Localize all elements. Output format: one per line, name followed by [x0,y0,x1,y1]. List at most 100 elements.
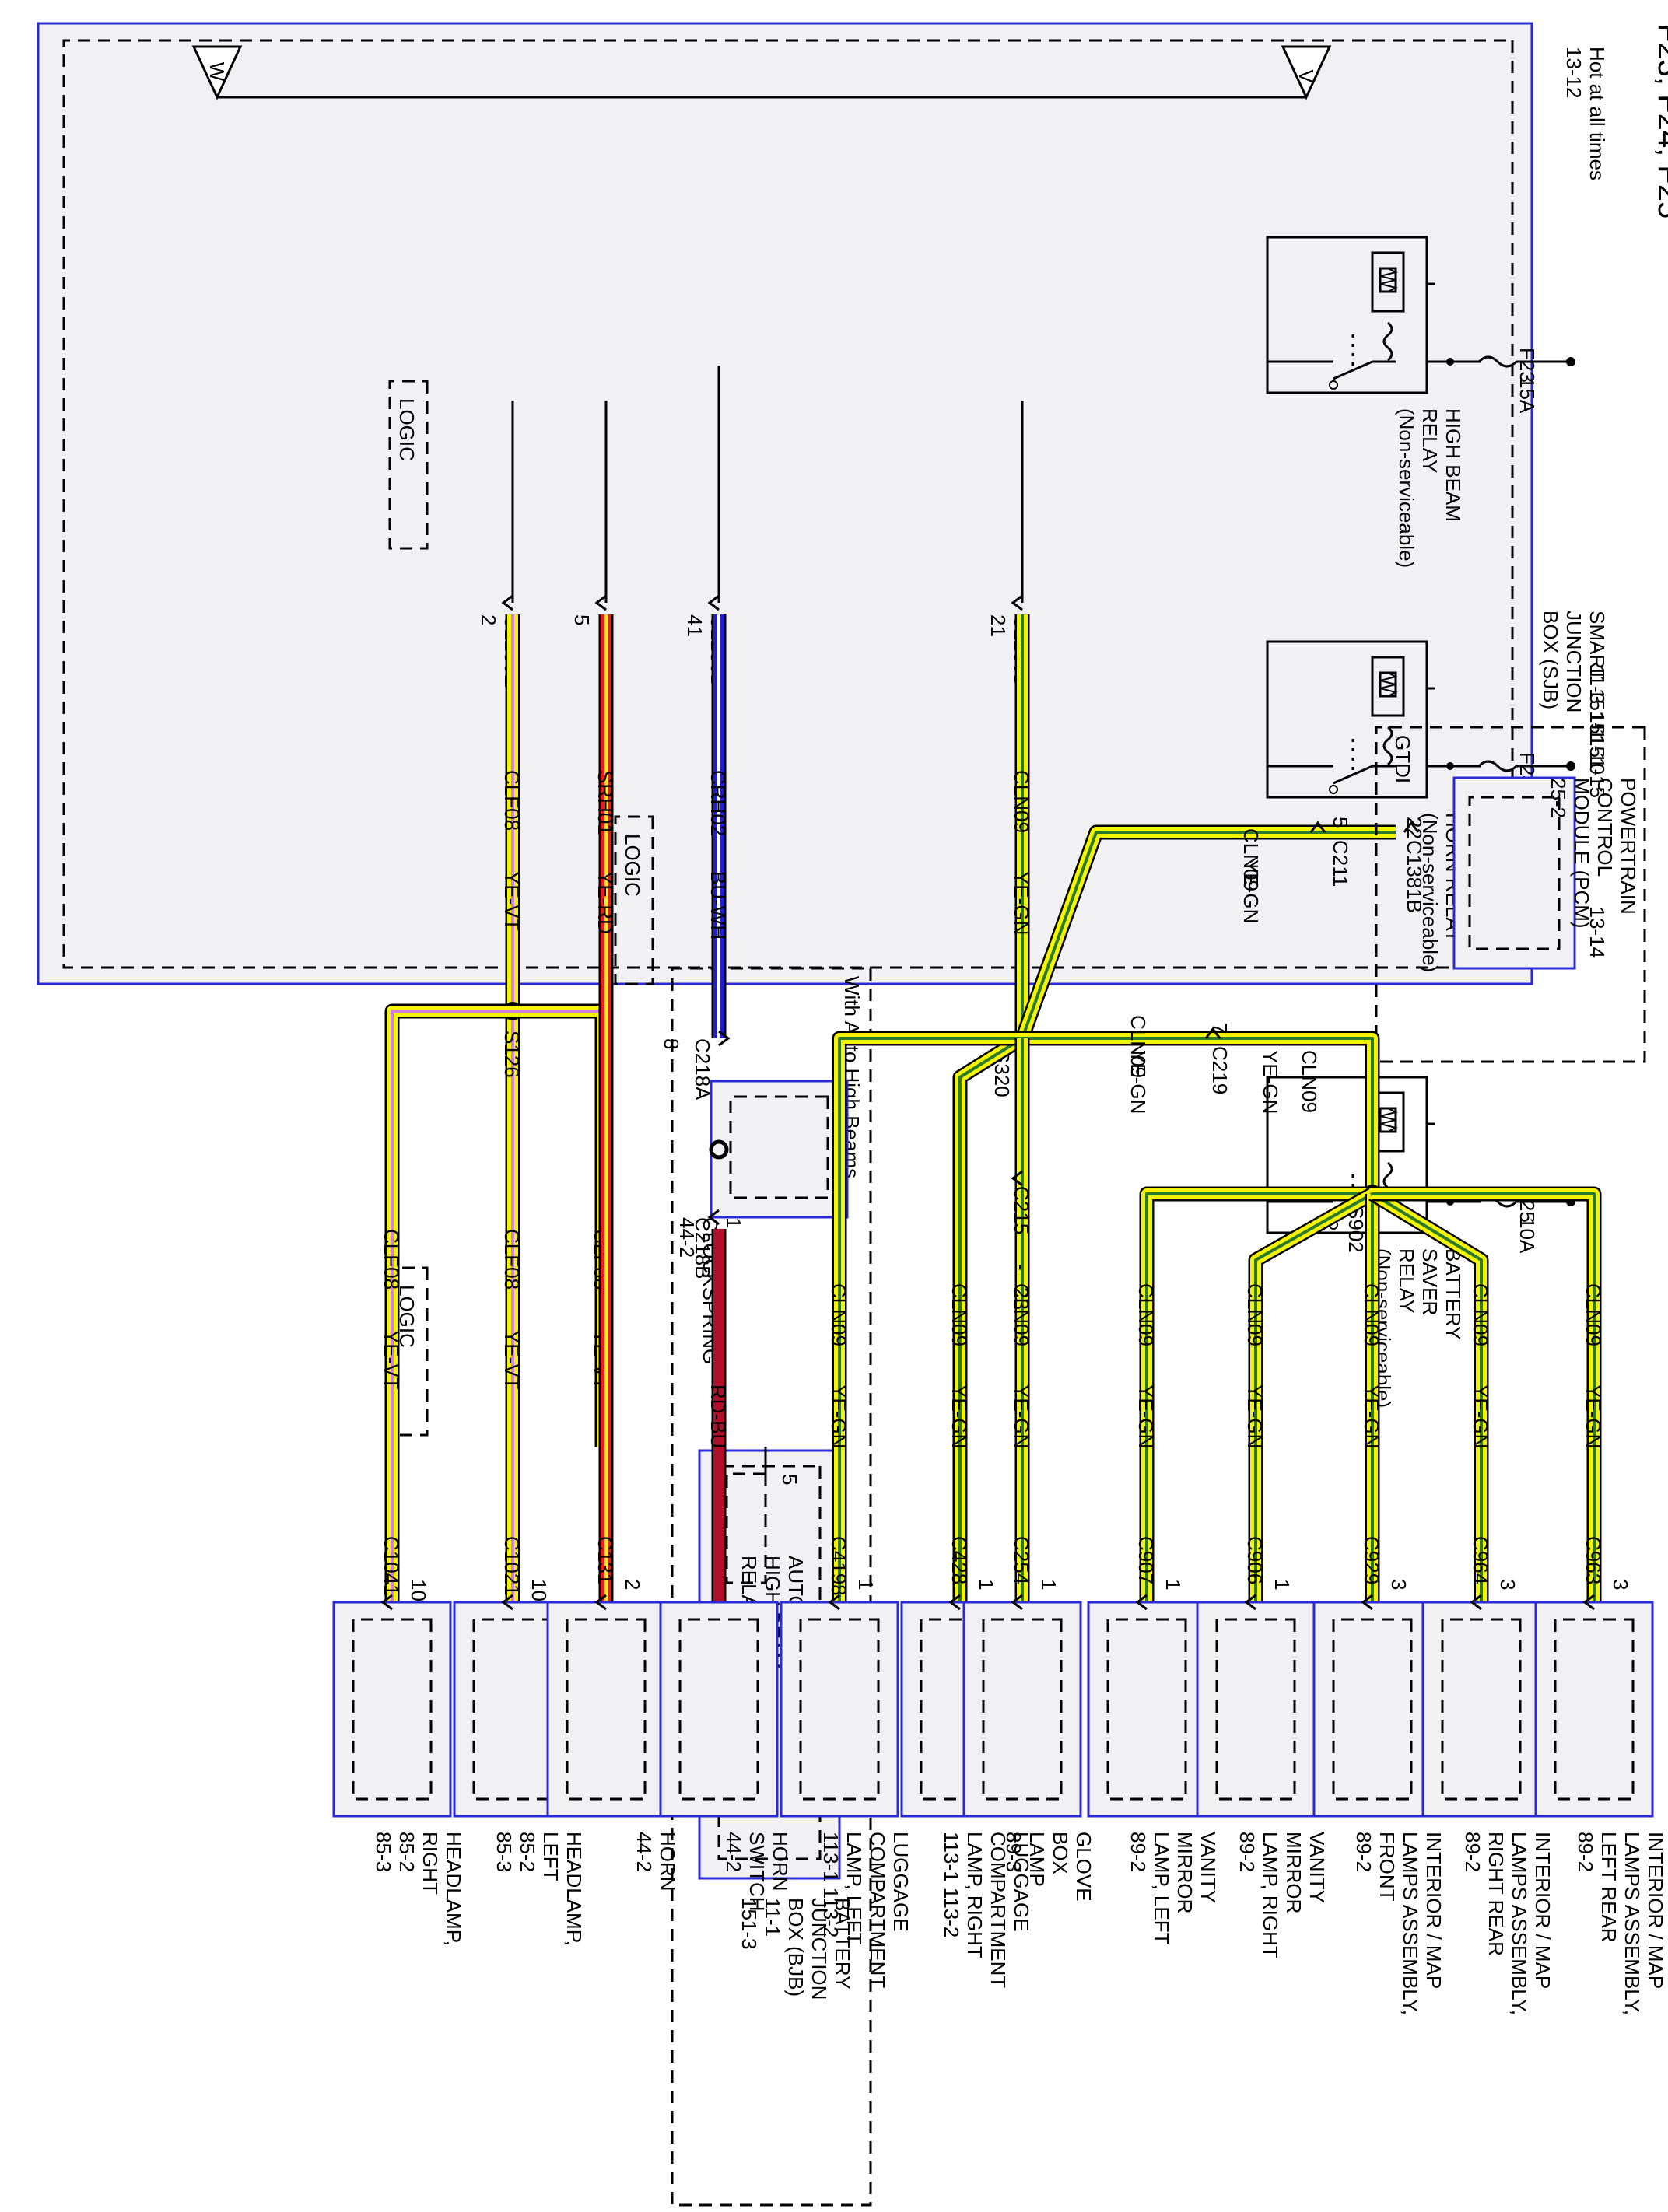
wire-label: CLN09 [1134,1283,1158,1346]
load-label: 85-3 [492,1832,516,1872]
load-component [780,1601,899,1818]
pin-label: 3 [1387,1579,1410,1590]
load-label: MIRROR [1173,1832,1197,1913]
connector-arrow [1011,594,1023,611]
pin-label: 8 [660,1038,683,1049]
load-component-outline [659,1601,779,1818]
sjb-box [37,22,1533,985]
relay-coil-frame [1371,656,1405,717]
load-label: HORN [769,1832,792,1892]
load-connector-label: C1021 [500,1536,524,1596]
wire-cln09-c4198-stripe [838,1037,1022,1602]
pin-label: 7 [1208,1023,1232,1034]
load-component-outline [1196,1601,1316,1818]
pin-label: 3 [1609,1579,1632,1590]
fuse-node [1446,762,1454,770]
wire-label: YE-GN [1259,1050,1282,1114]
wire-label: BU-WH [706,871,730,940]
wire-clf08-auto-stripe [513,1010,604,1447]
connector-arrow [948,1594,961,1611]
wire-cln09-c428-stripe [958,1037,1024,1602]
pin-label: 21 [986,614,1010,637]
pin-label: 1 [975,1579,998,1590]
relay-switch-blade [1333,360,1373,380]
wire-label: YE-GN [827,1384,850,1448]
sjb-name: BOX (SJB) [1539,611,1562,709]
c215-sep: - [1010,1264,1033,1271]
wire-clf08-auto-body [513,1006,608,1447]
load-label: LAMP, RIGHT [1259,1832,1282,1958]
wire-label: CLN09 [1298,1050,1321,1113]
w-letter: W [205,62,229,82]
connector-arrow [1135,1594,1148,1611]
wire-label: CLN09 [1010,770,1033,833]
w-ref: 13-14 [1586,907,1609,959]
connector-arrow [1244,1594,1256,1611]
load-component [1196,1601,1316,1818]
clockspring-inner [729,1095,829,1199]
load-component-outline [1421,1601,1541,1818]
pin-label: 2 [621,1579,644,1590]
wire-label: SRH01 [594,770,617,835]
fuse-rating: 15A [1516,377,1539,414]
load-label: 89-2 [1574,1832,1597,1872]
c219-label: C219 [1208,1046,1232,1094]
load-component [1087,1601,1207,1818]
relay-label: (Non-serviceable) [1418,813,1442,972]
load-label: RIGHT REAR [1484,1832,1508,1956]
load-component-outline [780,1601,899,1818]
sjb-ref: 151-15 [1586,735,1609,798]
connector-arrow [1011,1170,1023,1187]
connector-arrow [707,594,720,611]
page-title: F23, F24, F25 [1652,23,1668,219]
connector-arrow [1470,1594,1482,1611]
wire-cln09-c4198-body [834,1033,1022,1602]
pcm-gtdi-region [1375,726,1646,1063]
relay-coil-icon [1382,726,1393,766]
wire-label: CLN09 [1360,1283,1383,1346]
load-component-inner [1441,1618,1522,1801]
relay-coil-icon [1382,321,1393,362]
pin-label: 1 [1162,1579,1185,1590]
bjb-label: BOX (BJB) [784,1898,808,1997]
connector-arrow [718,1030,731,1047]
s126-label: S126 [500,1031,524,1078]
wire-label: YE-GN [1582,1384,1605,1448]
relay-label: HIGH BEAM [1442,408,1465,522]
wire-label: RD-BU [706,1384,730,1448]
fuse-rating: 10A [1516,1217,1539,1254]
load-label: 44-2 [722,1832,745,1872]
c218b-label: C218B [691,1217,714,1279]
relay-label: SAVER [1418,1248,1442,1315]
relay-label: RELAY [1418,408,1442,473]
wire-label: YE-VT [500,1330,524,1390]
wire-label: YE-GN [1360,1384,1383,1448]
load-label: LAMP, LEFT [843,1832,866,1945]
load-component-outline [962,1601,1082,1818]
wire-label: YE-RD [594,871,617,934]
connector-arrow [594,1594,607,1611]
wire-label: CLN09 [1582,1283,1605,1346]
relay-box [1266,1076,1428,1234]
load-connector-label: C4198 [827,1536,850,1596]
pin-label: 5 [570,614,594,625]
wire-cln09-c907-stripe [1145,1192,1372,1602]
relay-label: RELAY [1395,1248,1418,1313]
load-component-inner [678,1618,759,1801]
wire-clf08-auto-edge [513,1003,610,1447]
wire-label: CLF08 [380,1229,403,1290]
sjb-ref: 11-3 [1586,665,1609,704]
relay-zigzag [1379,672,1398,697]
load-component [659,1601,779,1818]
v-triangle-icon [1281,45,1332,100]
connector-arrow [1403,821,1420,833]
load-label: LAMP, LEFT [1150,1832,1173,1945]
wire-cln09-c428 [952,1031,1027,1602]
load-label: FRONT [1375,1832,1399,1902]
load-component-inner [982,1618,1063,1801]
wire-label: CLN09 [1010,1283,1033,1346]
load-component-outline [1312,1601,1432,1818]
pin-label: 5 [1329,817,1352,828]
load-label: 89-2 [1352,1832,1375,1872]
v-letter: V [1295,69,1318,83]
